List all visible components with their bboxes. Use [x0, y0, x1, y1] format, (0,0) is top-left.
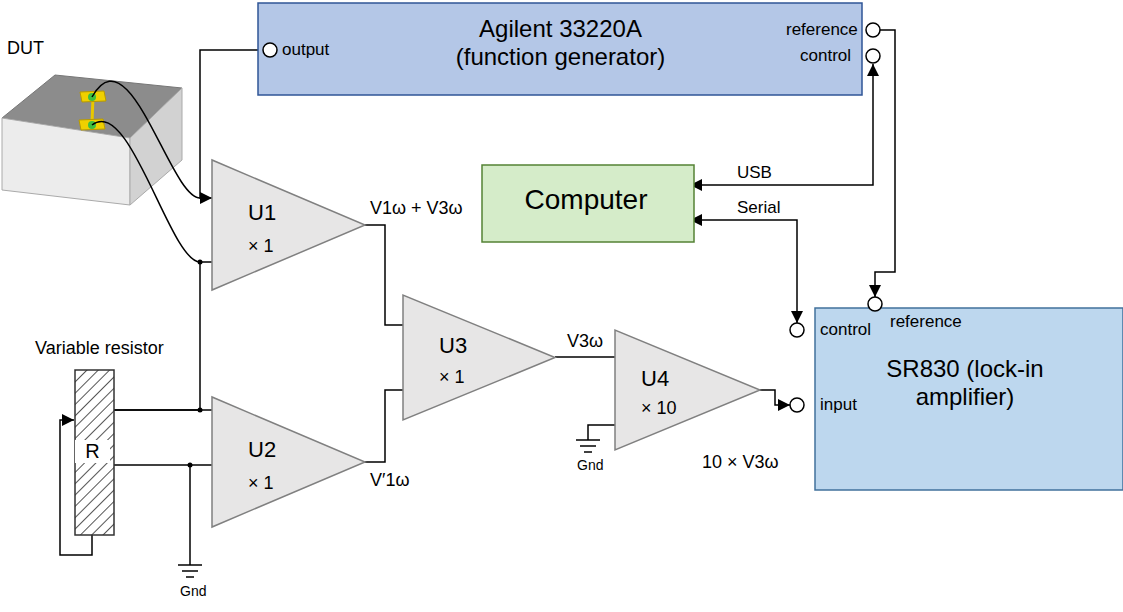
- port-terminal: [790, 323, 804, 337]
- bond-wire: [92, 81, 200, 198]
- node-text: × 10: [641, 398, 677, 419]
- ground-symbol: [576, 425, 615, 452]
- node-title: reference: [890, 312, 962, 332]
- node-title: U2: [248, 437, 276, 462]
- difference-amplifier-outline: [403, 295, 555, 420]
- ground-label: Gnd: [575, 457, 605, 473]
- gain-amplifier-outline: [615, 330, 760, 450]
- device-label: DUT: [5, 38, 46, 59]
- generator-box: Agilent 33220A (function generator) outpu…: [258, 3, 880, 95]
- node-title: U1: [248, 200, 276, 225]
- ground-wire: [189, 465, 191, 565]
- port-terminal: [868, 297, 882, 311]
- lockin-box: reference control inputSR830 (lock-in ampl…: [790, 290, 1123, 490]
- amplifier-triangle: [403, 295, 555, 420]
- ground-bar: [186, 576, 194, 578]
- buffer-amplifier: U2 × 1: [212, 397, 365, 527]
- ground-label: Gnd: [178, 583, 208, 599]
- computer-box: Computer: [482, 165, 694, 242]
- buffer-amplifier-outline: [212, 160, 365, 290]
- port-terminal: [263, 43, 277, 57]
- node-text: × 1: [248, 236, 274, 257]
- amplifier-triangle: [212, 397, 365, 527]
- edge-label: USB: [735, 163, 774, 183]
- signal-wire: [110, 262, 212, 410]
- node-title: U3: [439, 333, 467, 358]
- amplifier-triangle: [615, 330, 760, 450]
- node-text: output: [282, 40, 329, 60]
- node-text: × 1: [248, 473, 274, 494]
- signal-name: V3ω: [565, 331, 605, 352]
- bond-wire: [92, 121, 200, 262]
- buffer-amplifier: U1 × 1: [212, 160, 365, 290]
- box-rect: [815, 308, 1123, 490]
- signal-wire: [365, 390, 403, 462]
- chip-front: [2, 118, 130, 205]
- ground-bar: [182, 570, 198, 572]
- signal-name: V′1ω: [368, 470, 411, 491]
- node-title: Computer: [482, 184, 690, 216]
- ground-wire: [588, 425, 615, 440]
- signal-wire: [110, 464, 212, 466]
- buffer-amplifier-outline: [212, 397, 365, 527]
- node-title: Variable resistor: [35, 338, 164, 359]
- signal-wire: [365, 225, 403, 325]
- node-title: U4: [641, 366, 669, 391]
- node-text: reference: [786, 20, 858, 40]
- ground-symbol: [178, 465, 202, 577]
- node-title: Agilent 33220A (function generator): [433, 15, 688, 70]
- port-terminal: [866, 23, 880, 37]
- dut-chip: [2, 75, 182, 205]
- port-terminal: [866, 49, 880, 63]
- signal-wire: [760, 390, 790, 405]
- edge-label: Serial: [735, 198, 782, 218]
- difference-amplifier: U3× 1: [403, 295, 555, 420]
- ground-bar: [580, 445, 596, 447]
- box-rect: [258, 3, 862, 95]
- box-rect: [75, 370, 114, 535]
- signal-wire: [875, 30, 895, 297]
- ground-bar: [576, 439, 600, 441]
- ground-bar: [584, 451, 592, 453]
- ground-bar: [178, 564, 202, 566]
- port-terminal: [790, 398, 804, 412]
- node-text: control: [820, 320, 871, 340]
- box-rect: [482, 165, 694, 242]
- node-text: SR830 (lock-in amplifier): [850, 355, 1080, 410]
- variable-resistor: Variable resistorR: [75, 370, 114, 535]
- node-text: × 1: [439, 367, 465, 388]
- signal-wire: [555, 356, 615, 358]
- chip-side: [130, 88, 182, 205]
- amplifier-triangle: [212, 160, 365, 290]
- node-text: input: [820, 395, 857, 415]
- signal-wire: [690, 220, 797, 323]
- signal-wire: [110, 409, 212, 411]
- gain-amplifier: U4 × 10: [615, 330, 760, 450]
- node-text: control: [800, 46, 851, 66]
- signal-name: V1ω + V3ω: [368, 198, 465, 219]
- signal-name: 10 × V3ω: [700, 452, 781, 473]
- node-text: R: [75, 440, 110, 463]
